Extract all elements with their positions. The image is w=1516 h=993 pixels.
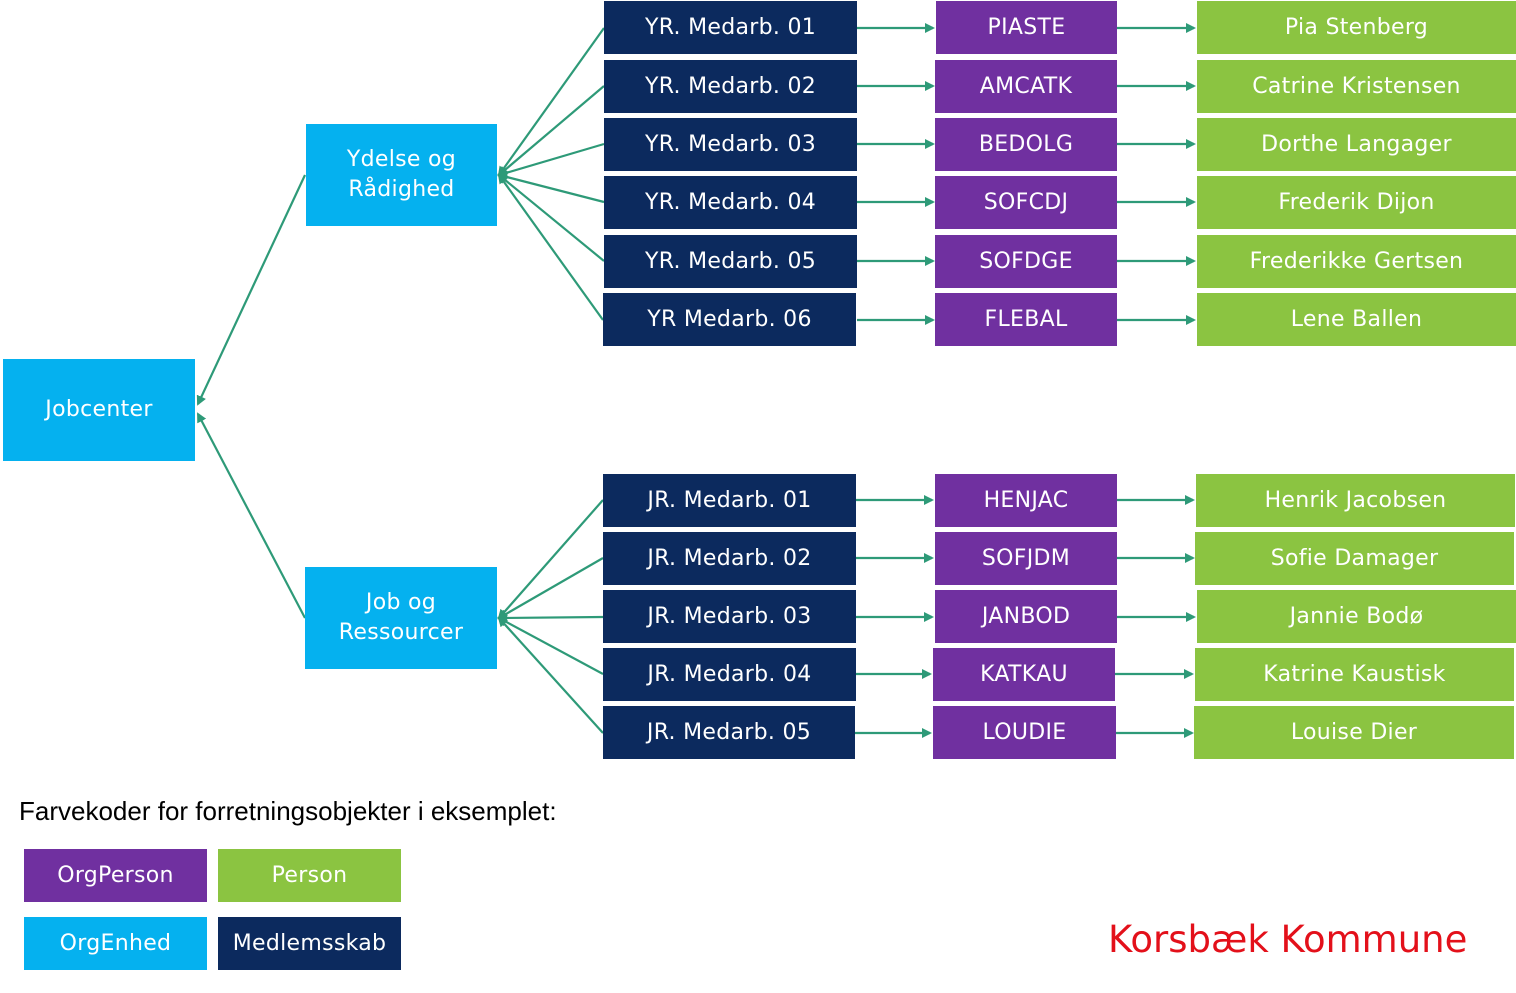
membership-label: YR. Medarb. 03 bbox=[644, 131, 817, 157]
jobcenter-label: Jobcenter bbox=[45, 397, 153, 422]
membership-box[interactable]: JR. Medarb. 05 bbox=[603, 706, 855, 759]
connector-membership-to-department bbox=[497, 617, 604, 675]
connector-membership-to-department bbox=[497, 85, 605, 177]
org-person-label: HENJAC bbox=[983, 487, 1069, 513]
person-label: Louise Dier bbox=[1290, 719, 1418, 745]
org-person-box[interactable]: BEDOLG bbox=[935, 118, 1117, 171]
org-person-label: SOFJDM bbox=[981, 545, 1071, 571]
person-box[interactable]: Louise Dier bbox=[1194, 706, 1514, 759]
connector-membership-to-department bbox=[497, 172, 605, 204]
membership-box[interactable]: YR. Medarb. 02 bbox=[604, 60, 857, 113]
org-person-label: PIASTE bbox=[987, 14, 1066, 40]
jobcenter-box[interactable]: Jobcenter bbox=[3, 359, 195, 461]
membership-box[interactable]: YR. Medarb. 04 bbox=[604, 176, 857, 229]
legend-membership: Medlemsskab bbox=[218, 917, 401, 970]
connector-membership-to-department bbox=[497, 27, 605, 177]
membership-label: JR. Medarb. 01 bbox=[647, 487, 812, 513]
person-label: Frederikke Gertsen bbox=[1249, 248, 1464, 274]
connector-dept-to-root bbox=[197, 412, 306, 619]
org-person-label: FLEBAL bbox=[984, 306, 1068, 332]
legend-org-unit: OrgEnhed bbox=[24, 917, 207, 970]
membership-box[interactable]: YR. Medarb. 05 bbox=[604, 235, 857, 288]
person-box[interactable]: Pia Stenberg bbox=[1197, 1, 1516, 54]
person-label: Katrine Kaustisk bbox=[1263, 661, 1446, 687]
person-box[interactable]: Frederikke Gertsen bbox=[1197, 235, 1516, 288]
legend-label: OrgEnhed bbox=[59, 930, 172, 956]
membership-label: YR. Medarb. 01 bbox=[644, 14, 817, 40]
membership-label: JR. Medarb. 02 bbox=[647, 545, 812, 571]
person-box[interactable]: Jannie Bodø bbox=[1197, 590, 1516, 643]
person-label: Catrine Kristensen bbox=[1252, 73, 1461, 99]
department-ydelse-og-radighed[interactable]: Ydelse og Rådighed bbox=[306, 124, 497, 226]
person-box[interactable]: Katrine Kaustisk bbox=[1195, 648, 1514, 701]
org-person-box[interactable]: PIASTE bbox=[936, 1, 1117, 54]
membership-box[interactable]: YR. Medarb. 01 bbox=[604, 1, 857, 54]
org-person-box[interactable]: HENJAC bbox=[935, 474, 1117, 527]
connector-membership-to-department bbox=[497, 173, 605, 262]
person-box[interactable]: Henrik Jacobsen bbox=[1196, 474, 1515, 527]
department-job-og-ressourcer[interactable]: Job og Ressourcer bbox=[305, 567, 497, 669]
membership-label: YR. Medarb. 05 bbox=[644, 248, 817, 274]
legend-org-person: OrgPerson bbox=[24, 849, 207, 902]
connector-membership-to-department bbox=[497, 142, 605, 178]
org-person-label: LOUDIE bbox=[982, 719, 1067, 745]
membership-box[interactable]: YR. Medarb. 03 bbox=[604, 118, 857, 171]
connector-dept-to-root bbox=[196, 174, 306, 406]
connector-membership-to-department bbox=[497, 612, 604, 623]
connector-membership-to-department bbox=[497, 557, 604, 619]
person-box[interactable]: Lene Ballen bbox=[1197, 293, 1516, 346]
legend-label: Medlemsskab bbox=[232, 930, 387, 956]
org-person-label: SOFDGE bbox=[979, 248, 1073, 274]
org-person-box[interactable]: SOFJDM bbox=[935, 532, 1117, 585]
legend-label: OrgPerson bbox=[57, 862, 174, 888]
membership-box[interactable]: JR. Medarb. 01 bbox=[603, 474, 856, 527]
person-label: Jannie Bodø bbox=[1289, 603, 1424, 629]
legend-label: Person bbox=[271, 862, 348, 888]
membership-label: JR. Medarb. 05 bbox=[646, 719, 812, 745]
connector-membership-to-department bbox=[497, 499, 604, 620]
person-label: Frederik Dijon bbox=[1278, 189, 1435, 215]
person-label: Sofie Damager bbox=[1270, 545, 1439, 571]
org-person-label: AMCATK bbox=[979, 73, 1073, 99]
org-person-box[interactable]: FLEBAL bbox=[935, 293, 1117, 346]
org-person-label: KATKAU bbox=[980, 661, 1068, 687]
person-label: Dorthe Langager bbox=[1261, 131, 1452, 157]
brand-name: Korsbæk Kommune bbox=[1108, 918, 1468, 961]
person-box[interactable]: Catrine Kristensen bbox=[1197, 60, 1516, 113]
person-box[interactable]: Frederik Dijon bbox=[1197, 176, 1516, 229]
person-box[interactable]: Sofie Damager bbox=[1195, 532, 1514, 585]
membership-label: YR. Medarb. 04 bbox=[644, 189, 817, 215]
membership-box[interactable]: JR. Medarb. 03 bbox=[603, 590, 856, 643]
org-person-label: SOFCDJ bbox=[983, 189, 1069, 215]
connector-membership-to-department bbox=[497, 173, 604, 321]
department-label: Ydelse og Rådighed bbox=[346, 147, 457, 202]
person-box[interactable]: Dorthe Langager bbox=[1197, 118, 1516, 171]
membership-label: YR Medarb. 06 bbox=[647, 306, 812, 332]
membership-label: YR. Medarb. 02 bbox=[644, 73, 817, 99]
org-person-label: BEDOLG bbox=[978, 131, 1074, 157]
org-person-box[interactable]: AMCATK bbox=[935, 60, 1117, 113]
org-person-box[interactable]: JANBOD bbox=[935, 590, 1117, 643]
org-person-label: JANBOD bbox=[981, 603, 1071, 629]
person-label: Lene Ballen bbox=[1290, 306, 1423, 332]
legend-person: Person bbox=[218, 849, 401, 902]
org-person-box[interactable]: LOUDIE bbox=[933, 706, 1116, 759]
person-label: Henrik Jacobsen bbox=[1264, 487, 1447, 513]
membership-label: JR. Medarb. 03 bbox=[647, 603, 812, 629]
membership-label: JR. Medarb. 04 bbox=[647, 661, 812, 687]
membership-box[interactable]: YR Medarb. 06 bbox=[603, 293, 856, 346]
org-person-box[interactable]: KATKAU bbox=[933, 648, 1115, 701]
person-label: Pia Stenberg bbox=[1284, 14, 1429, 40]
org-person-box[interactable]: SOFDGE bbox=[935, 235, 1117, 288]
membership-box[interactable]: JR. Medarb. 02 bbox=[603, 532, 856, 585]
department-label: Job og Ressourcer bbox=[338, 590, 464, 645]
membership-box[interactable]: JR. Medarb. 04 bbox=[603, 648, 856, 701]
org-person-box[interactable]: SOFCDJ bbox=[935, 176, 1117, 229]
connector-membership-to-department bbox=[497, 616, 604, 734]
legend-title: Farvekoder for forretningsobjekter i eks… bbox=[19, 796, 557, 826]
